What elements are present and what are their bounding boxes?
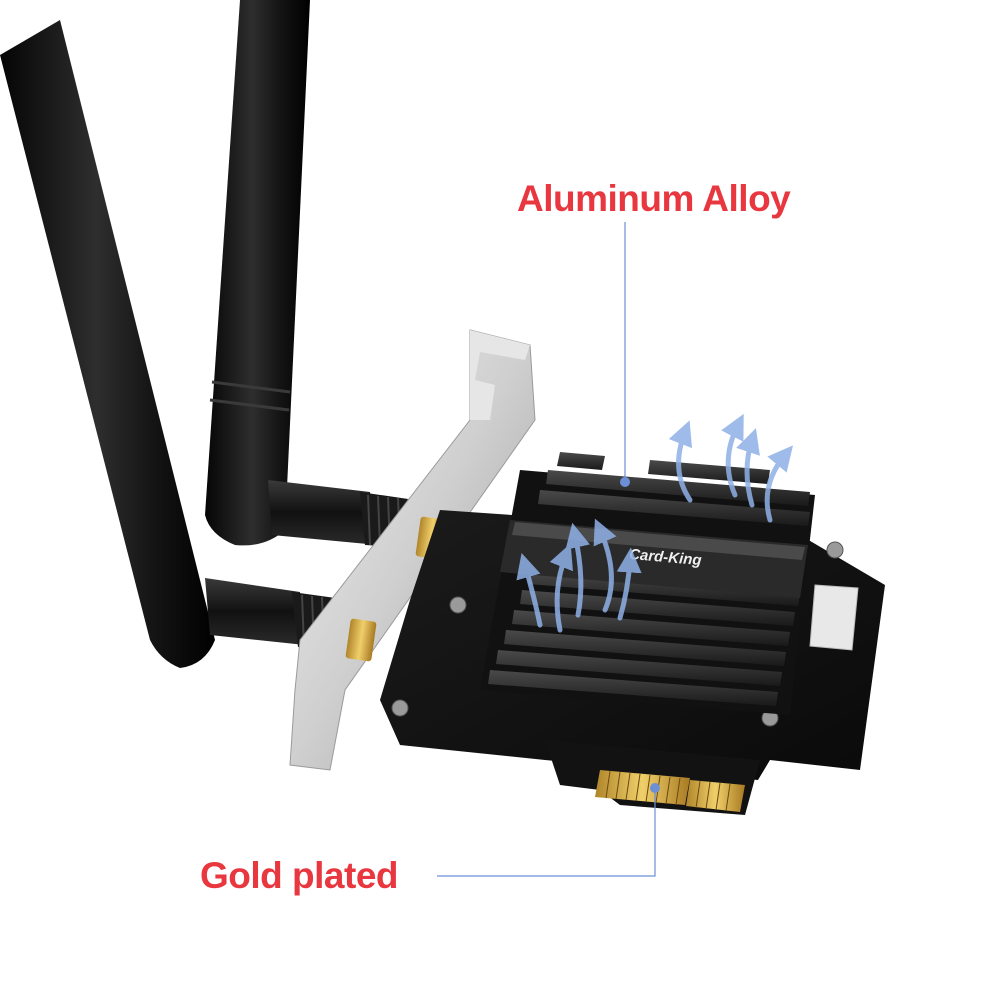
callout-leader-gold	[437, 783, 660, 877]
antenna-left	[0, 20, 215, 668]
gold-fingers	[595, 770, 745, 812]
pci-bracket	[289, 329, 536, 771]
callout-gold-plated: Gold plated	[200, 855, 399, 896]
heatsink-logo: Card-King	[629, 546, 703, 569]
screw-2	[391, 699, 409, 717]
airflow-arrow-icon	[516, 413, 793, 633]
callout-dot-icon	[620, 477, 630, 487]
callout-aluminum-alloy: Aluminum Alloy	[517, 178, 791, 219]
callout-leader-aluminum	[620, 222, 630, 487]
bluetooth-header	[809, 584, 859, 651]
screw-1	[449, 596, 467, 614]
gold-pad-lower	[345, 618, 377, 662]
antenna-right	[205, 0, 310, 546]
callout-dot-icon	[650, 783, 660, 793]
screw-3	[826, 541, 844, 559]
